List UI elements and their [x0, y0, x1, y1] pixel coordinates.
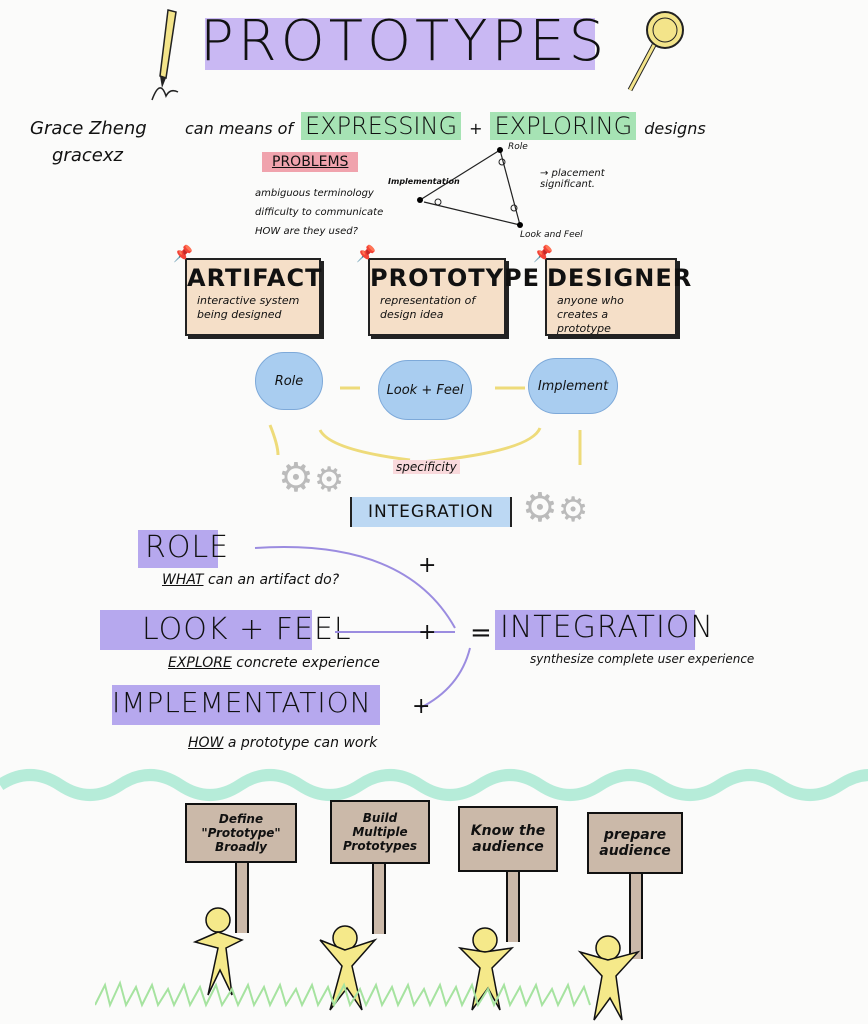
placement-note: → placement significant. [540, 168, 605, 190]
tagline-plus: + [469, 119, 483, 138]
problem-item: difficulty to communicate [255, 207, 384, 218]
pin-icon: 📌 [173, 244, 193, 263]
triangle-diagram [417, 147, 523, 228]
tagline-expressing: EXPRESSING [301, 112, 462, 140]
role-key: WHAT [162, 572, 204, 588]
problem-item: HOW are they used? [255, 226, 358, 237]
card-desc: interactive system being designed [197, 294, 300, 321]
grass [95, 980, 591, 1009]
sign-text: Define "Prototype" Broadly [185, 803, 297, 863]
cloud-role: Role [255, 352, 323, 410]
sign-4: prepare audience [587, 812, 683, 959]
author-handle: gracexz [52, 145, 123, 166]
magnifier-icon [622, 5, 692, 95]
equals-sign: = [470, 618, 492, 648]
look-key: EXPLORE [168, 655, 232, 671]
impl-desc-text: a prototype can work [227, 735, 378, 751]
plus-sign: + [418, 620, 437, 645]
cloud-implement: Implement [528, 358, 618, 414]
impl-key: HOW [188, 735, 224, 751]
sign-2: Build Multiple Prototypes [330, 800, 430, 934]
sign-3: Know the audience [458, 806, 558, 942]
integration-box: INTEGRATION [350, 497, 512, 527]
triangle-role: Role [508, 142, 528, 152]
problems-heading: PROBLEMS [262, 152, 359, 172]
people-illustration [192, 907, 641, 1021]
plus-sign: + [412, 694, 431, 719]
card-title: DESIGNER [547, 264, 693, 292]
role-label: ROLE [145, 530, 230, 565]
integration-desc: synthesize complete user experience [530, 652, 755, 666]
equation-lines [254, 546, 471, 709]
card-desc: anyone who creates a prototype [557, 294, 624, 335]
cloud-look-feel: Look + Feel [378, 360, 472, 420]
sign-text: prepare audience [587, 812, 683, 874]
sign-text: Know the audience [458, 806, 558, 872]
pin-icon: 📌 [356, 244, 376, 263]
triangle-look-and-feel: Look and Feel [520, 230, 583, 240]
card-desc: representation of design idea [380, 294, 476, 321]
gears-icon: ⚙⚙ [522, 485, 589, 531]
look-feel-desc: EXPLORE concrete experience [168, 655, 380, 671]
triangle-implementation: Implementation [388, 177, 460, 186]
page-title: PROTOTYPES [200, 9, 609, 74]
role-desc-text: can an artifact do? [207, 572, 340, 588]
plus-sign: + [418, 553, 437, 578]
look-desc-text: concrete experience [236, 655, 380, 671]
tagline-prefix: can means of [185, 119, 294, 138]
sign-1: Define "Prototype" Broadly [185, 803, 297, 933]
specificity-label: specificity [393, 460, 460, 474]
role-desc: WHAT can an artifact do? [162, 572, 339, 588]
card-title: ARTIFACT [187, 264, 323, 292]
problems-list: ambiguous terminology difficulty to comm… [255, 184, 383, 241]
tagline-suffix: designs [644, 119, 706, 138]
sign-text: Build Multiple Prototypes [330, 800, 430, 864]
wave-divider [0, 769, 868, 801]
implementation-desc: HOW a prototype can work [188, 735, 377, 751]
look-feel-label: LOOK + FEEL [142, 612, 352, 647]
problem-item: ambiguous terminology [255, 188, 374, 199]
tagline-exploring: EXPLORING [490, 112, 637, 140]
connector-lines [268, 386, 582, 465]
author-name: Grace Zheng [30, 118, 147, 139]
pin-icon: 📌 [533, 244, 553, 263]
card-title: PROTOTYPE [370, 264, 540, 292]
pencil-icon [150, 8, 180, 101]
tagline: can means of EXPRESSING + EXPLORING desi… [185, 112, 706, 140]
integration-result: INTEGRATION [500, 610, 714, 645]
implementation-label: IMPLEMENTATION [112, 686, 372, 719]
gears-icon: ⚙⚙ [278, 455, 345, 501]
